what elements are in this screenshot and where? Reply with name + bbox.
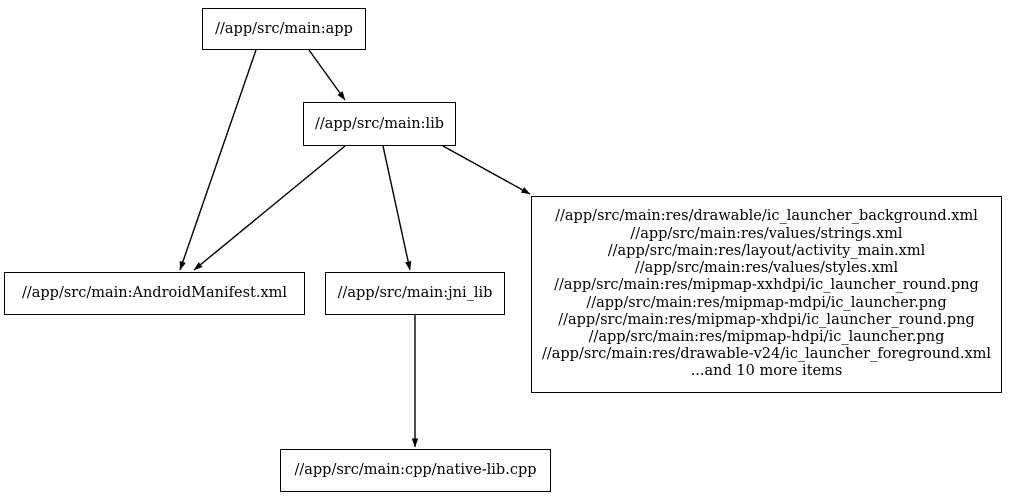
graph-node-androidmanifest[interactable]: //app/src/main:AndroidManifest.xml — [4, 272, 305, 315]
res-group-line: //app/src/main:res/mipmap-xxhdpi/ic_laun… — [554, 277, 979, 294]
graph-node-app-label: //app/src/main:app — [215, 20, 353, 37]
res-group-line: //app/src/main:res/drawable-v24/ic_launc… — [541, 346, 992, 363]
edge-lib-to-res-group — [442, 145, 531, 195]
edge-lib-to-androidmanifest — [193, 145, 346, 271]
graph-node-jni-lib[interactable]: //app/src/main:jni_lib — [325, 272, 505, 315]
graph-node-res-group[interactable]: //app/src/main:res/drawable/ic_launcher_… — [531, 196, 1002, 393]
res-group-line: //app/src/main:res/layout/activity_main.… — [607, 242, 926, 259]
res-group-line: //app/src/main:res/mipmap-xhdpi/ic_launc… — [558, 311, 975, 328]
graph-node-jni-lib-label: //app/src/main:jni_lib — [337, 285, 493, 301]
graph-node-androidmanifest-label: //app/src/main:AndroidManifest.xml — [21, 285, 288, 301]
res-group-line: //app/src/main:res/values/strings.xml — [630, 225, 903, 242]
res-group-line: //app/src/main:res/drawable/ic_launcher_… — [555, 208, 978, 225]
res-group-line: //app/src/main:res/values/styles.xml — [634, 260, 899, 277]
graph-node-lib[interactable]: //app/src/main:lib — [303, 102, 456, 146]
graph-node-native-lib-cpp[interactable]: //app/src/main:cpp/native-lib.cpp — [280, 449, 551, 492]
graph-node-res-group-label: //app/src/main:res/drawable/ic_launcher_… — [540, 208, 993, 380]
edge-app-to-androidmanifest — [179, 49, 257, 271]
graph-node-app[interactable]: //app/src/main:app — [202, 8, 366, 50]
edge-app-to-lib — [308, 49, 346, 101]
edge-lib-to-jni-lib — [382, 145, 412, 271]
res-group-more-items: ...and 10 more items — [690, 363, 843, 380]
res-group-line: //app/src/main:res/mipmap-hdpi/ic_launch… — [588, 328, 945, 345]
res-group-line: //app/src/main:res/mipmap-mdpi/ic_launch… — [586, 294, 947, 311]
graph-node-native-lib-cpp-label: //app/src/main:cpp/native-lib.cpp — [294, 462, 537, 478]
graph-node-lib-label: //app/src/main:lib — [314, 115, 445, 132]
